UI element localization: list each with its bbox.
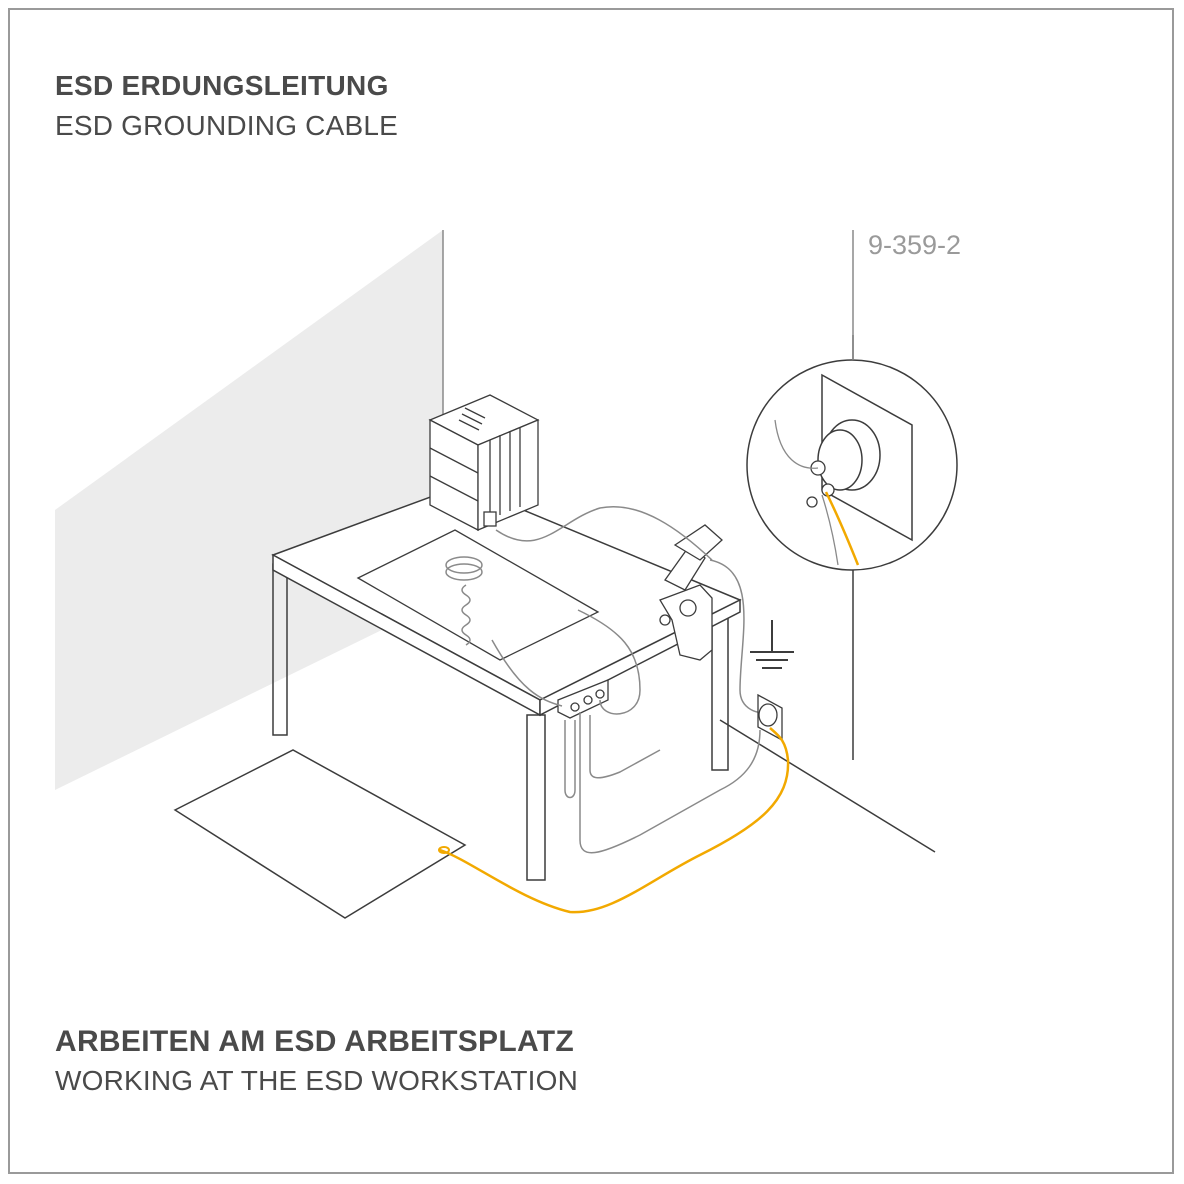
table-mat: [356, 529, 600, 661]
ground-symbol-icon: [750, 620, 794, 669]
title-german: ESD ERDUNGSLEITUNG: [55, 70, 389, 101]
subtitle-german: ARBEITEN AM ESD ARBEITSPLATZ: [55, 1025, 574, 1058]
wrist-strap: [445, 556, 483, 646]
title-english: ESD GROUNDING CABLE: [55, 110, 398, 141]
drawer-cabinet: [428, 394, 540, 532]
part-number-label: 9-359-2: [868, 230, 962, 260]
grounding-terminal-box: [557, 679, 609, 719]
esd-grounding-cable: [439, 727, 790, 914]
ground-cables: [491, 506, 769, 854]
subtitle-english: WORKING AT THE ESD WORKSTATION: [55, 1065, 579, 1096]
figure-frame: [8, 8, 1174, 1174]
floor-line-right: [719, 719, 936, 853]
soldering-iron-holder: [659, 524, 723, 661]
ground-socket: [757, 693, 783, 742]
floor-mat: [173, 749, 467, 919]
back-wall: [55, 230, 443, 790]
detail-callout: [746, 230, 958, 571]
